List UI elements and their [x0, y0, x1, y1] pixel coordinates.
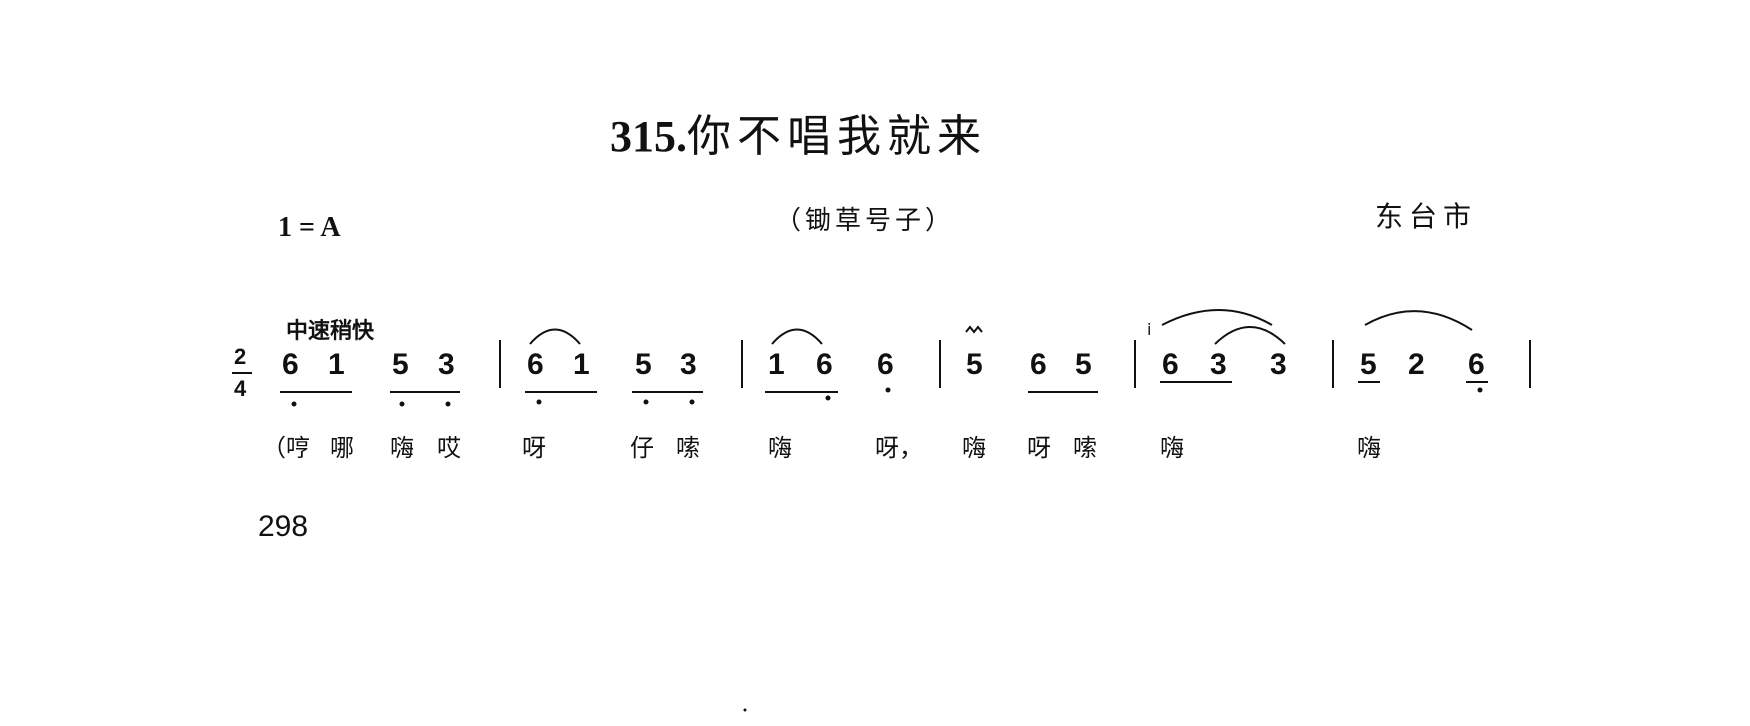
- note: 5: [1360, 348, 1377, 381]
- note: 3: [1210, 348, 1227, 381]
- octave-dot: [536, 399, 542, 405]
- octave-dot: [1477, 387, 1483, 393]
- note: 5: [1075, 348, 1092, 381]
- slur: [1364, 310, 1473, 331]
- octave-dot: [445, 401, 451, 407]
- slur: [1161, 309, 1273, 326]
- octave-dot: [291, 401, 297, 407]
- lyric: 嗦: [1073, 434, 1097, 462]
- note: 1: [328, 348, 345, 381]
- note: 3: [680, 348, 697, 381]
- slur: [771, 328, 823, 345]
- note: 3: [1270, 348, 1287, 381]
- place-label: 东台市: [1375, 200, 1478, 233]
- octave-dot: [399, 401, 405, 407]
- lyric: 嗨: [1357, 434, 1381, 462]
- note: 6: [1162, 348, 1179, 381]
- note: 6: [1468, 348, 1485, 381]
- octave-dot: [643, 399, 649, 405]
- note: 6: [282, 348, 299, 381]
- song-number: 315.: [610, 112, 687, 161]
- key-signature: 1 = A: [278, 212, 341, 243]
- lyric: 嗨: [768, 434, 792, 462]
- time-signature-bottom: 4: [234, 376, 247, 401]
- octave-dot: [885, 387, 891, 393]
- lyric: 嗦: [676, 434, 700, 462]
- note: 6: [816, 348, 833, 381]
- time-signature-top: 2: [234, 344, 247, 369]
- lyric: 呀: [522, 434, 546, 462]
- note: 1: [768, 348, 785, 381]
- lyric: 嗨: [390, 434, 414, 462]
- lyric: 哎: [437, 434, 461, 462]
- note: 3: [438, 348, 455, 381]
- ornament-mark: [965, 325, 983, 334]
- note: 6: [527, 348, 544, 381]
- lyric: 嗨: [1160, 434, 1184, 462]
- note: 5: [966, 348, 983, 381]
- song-title: 315.你不唱我就来: [610, 100, 987, 164]
- slur: [1214, 326, 1286, 345]
- lyric: （哼: [262, 434, 310, 462]
- note: 5: [392, 348, 409, 381]
- page-number: 298: [258, 510, 309, 543]
- note: 1: [573, 348, 590, 381]
- octave-dot: [825, 395, 831, 401]
- lyric: 哪: [330, 434, 354, 462]
- lyric: 呀: [1027, 434, 1051, 462]
- octave-dot: [689, 399, 695, 405]
- genre-label: （锄草号子）: [775, 206, 956, 236]
- tempo-marking: 中速稍快: [286, 319, 375, 344]
- note: 2: [1408, 348, 1425, 381]
- lyric: 嗨: [962, 434, 986, 462]
- lyric: 呀，: [875, 434, 923, 462]
- grace-note: i: [1147, 320, 1152, 339]
- slur: [529, 328, 581, 345]
- note: 6: [1030, 348, 1047, 381]
- note: 5: [635, 348, 652, 381]
- note: 6: [877, 348, 894, 381]
- song-title-text: 你不唱我就来: [687, 111, 987, 162]
- lyric: 仔: [630, 434, 654, 462]
- print-speck: [743, 708, 747, 712]
